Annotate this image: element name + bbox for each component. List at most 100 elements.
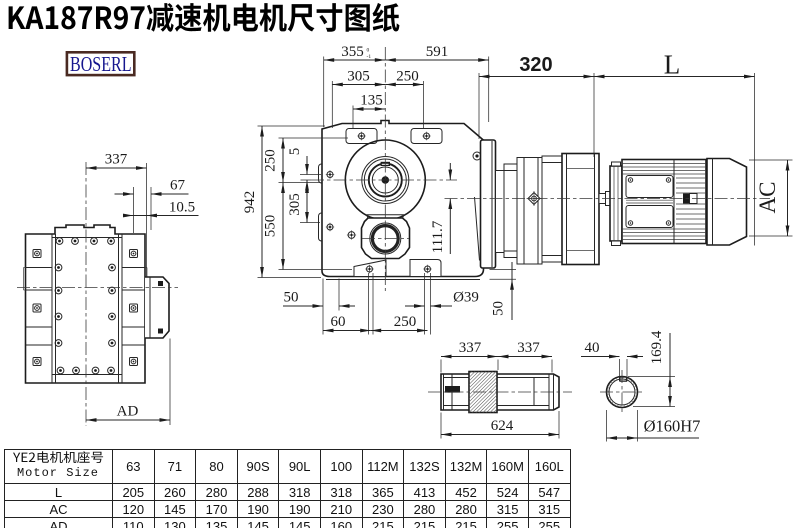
table-cell: 215 bbox=[361, 517, 405, 528]
table-row-label: AC bbox=[4, 500, 113, 518]
dim-front-111-7: 111.7 bbox=[430, 220, 446, 253]
table-cell: 255 bbox=[527, 517, 571, 528]
brand-logo: BOSERL bbox=[65, 50, 136, 77]
dim-front-135: 135 bbox=[360, 93, 383, 109]
dim-front-591: 591 bbox=[426, 44, 449, 60]
table-cell: 288 bbox=[236, 483, 280, 501]
dim-front-39: Ø39 bbox=[453, 290, 479, 306]
dim-front-305: 305 bbox=[347, 69, 370, 85]
view-front-gearbox bbox=[311, 47, 493, 291]
table-cell: 135 bbox=[195, 517, 238, 528]
dims-side-view: 320 L AC 50 bbox=[478, 50, 793, 320]
table-cell: 160 bbox=[319, 517, 363, 528]
table-col-header: 90S bbox=[236, 449, 280, 484]
dim-front-942: 942 bbox=[242, 191, 258, 214]
table-cell: 230 bbox=[361, 500, 405, 518]
dim-side-AC: AC bbox=[755, 182, 780, 214]
table-cell: 365 bbox=[361, 483, 405, 501]
table-cell: 205 bbox=[112, 483, 155, 501]
table-header-cn: Motor Size bbox=[13, 451, 104, 480]
dim-shaft-337b: 337 bbox=[517, 340, 540, 356]
dim-side-320: 320 bbox=[519, 54, 552, 76]
table-cell: 130 bbox=[153, 517, 197, 528]
table-cell: 452 bbox=[444, 483, 488, 501]
dim-left-67: 67 bbox=[170, 178, 186, 194]
table-row-label: L bbox=[4, 483, 113, 501]
logo-text: BOSERL bbox=[70, 52, 132, 76]
table-cell: 145 bbox=[236, 517, 280, 528]
dim-front-550: 550 bbox=[263, 215, 279, 238]
table-cell: 315 bbox=[527, 500, 571, 518]
table-col-header: 132M bbox=[444, 449, 488, 484]
table-cell: 318 bbox=[319, 483, 363, 501]
dim-front-250-bottom: 250 bbox=[394, 314, 417, 330]
table-col-header: 90L bbox=[278, 449, 321, 484]
dim-front-250-top: 250 bbox=[396, 69, 419, 85]
dim-left-10-5: 10.5 bbox=[169, 200, 195, 216]
table-cell: 255 bbox=[486, 517, 529, 528]
dim-shaft-337a: 337 bbox=[459, 340, 482, 356]
table-col-header: 112M bbox=[361, 449, 405, 484]
table-col-header: 80 bbox=[195, 449, 238, 484]
dim-bore-40: 40 bbox=[585, 340, 600, 356]
table-cell: 318 bbox=[278, 483, 321, 501]
dim-front-60: 60 bbox=[331, 314, 346, 330]
table-cell: 280 bbox=[195, 483, 238, 501]
table-cell: 120 bbox=[112, 500, 155, 518]
table-col-header: 71 bbox=[153, 449, 197, 484]
table-cell: 190 bbox=[278, 500, 321, 518]
dims-left-view: 337 67 10.5 AD bbox=[86, 152, 199, 425]
table-cell: 210 bbox=[319, 500, 363, 518]
dim-front-355: 355 bbox=[341, 44, 364, 60]
table-cell: 145 bbox=[153, 500, 197, 518]
dims-shaft-view: 337 337 624 bbox=[440, 340, 560, 439]
dim-front-50-bottom: 50 bbox=[284, 290, 299, 306]
dim-front-355-tol-top: 0 bbox=[367, 48, 370, 54]
table-cell: 110 bbox=[112, 517, 155, 528]
dim-left-AD: AD bbox=[117, 404, 139, 420]
table-cell: 547 bbox=[527, 483, 571, 501]
view-bore-circle bbox=[600, 370, 644, 414]
table-header-row: Motor Size YE2电机机座号 63718090S90L100112M1… bbox=[4, 449, 571, 484]
dim-front-250-left: 250 bbox=[263, 149, 279, 172]
table-cell: 215 bbox=[403, 517, 446, 528]
table-cell: 215 bbox=[444, 517, 488, 528]
table-cell: 413 bbox=[403, 483, 446, 501]
table-cell: 170 bbox=[195, 500, 238, 518]
table-header-en: Motor Size bbox=[17, 466, 99, 480]
dim-left-337: 337 bbox=[105, 152, 128, 168]
dim-bore-169-4: 169.4 bbox=[649, 330, 665, 364]
table-col-header: 160L bbox=[527, 449, 571, 484]
view-left-gearbox bbox=[17, 162, 178, 426]
page-title bbox=[8, 2, 400, 32]
table-col-header: 100 bbox=[319, 449, 363, 484]
dim-bore-160h7: Ø160H7 bbox=[644, 417, 701, 436]
dim-front-5: 5 bbox=[287, 148, 303, 156]
dim-front-305-left: 305 bbox=[287, 193, 303, 216]
dim-shaft-624: 624 bbox=[491, 418, 514, 434]
table-col-header: 132S bbox=[403, 449, 446, 484]
table-cell: 280 bbox=[444, 500, 488, 518]
view-hollow-shaft bbox=[428, 370, 572, 414]
table-cell: 260 bbox=[153, 483, 197, 501]
dims-front-view: 355 0 -1 591 305 250 135 942 250 550 5 3… bbox=[242, 44, 490, 335]
table-cell: 190 bbox=[236, 500, 280, 518]
logo-border bbox=[65, 50, 136, 77]
table-cell: 524 bbox=[486, 483, 529, 501]
table-row-label: AD bbox=[4, 517, 113, 528]
table-cell: 280 bbox=[403, 500, 446, 518]
dim-side-L: L bbox=[664, 50, 681, 80]
view-side-gearmotor bbox=[444, 139, 770, 269]
dims-bore-view: 40 169.4 Ø160H7 bbox=[581, 330, 701, 442]
table-cell: 145 bbox=[278, 517, 321, 528]
table-cell: 315 bbox=[486, 500, 529, 518]
table-col-header: 63 bbox=[112, 449, 155, 484]
dim-front-355-tol-bottom: -1 bbox=[367, 54, 372, 60]
motor-size-table: Motor Size YE2电机机座号 63718090S90L100112M1… bbox=[4, 449, 571, 528]
dim-side-50: 50 bbox=[491, 301, 507, 316]
